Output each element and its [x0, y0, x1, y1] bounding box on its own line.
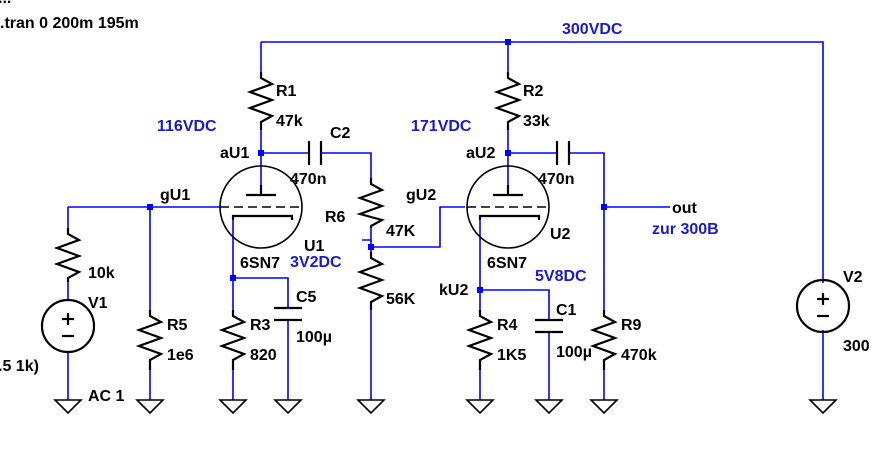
simulation-directive[interactable]: .tran 0 200m 195m [0, 15, 139, 32]
c3-to-r9-wire[interactable] [569, 152, 605, 310]
r6-wiper-wire[interactable] [362, 228, 372, 241]
ground-symbols [53, 399, 838, 415]
r1-name: R1 [276, 83, 297, 100]
r6-name: R6 [325, 209, 346, 226]
c5-name: C5 [296, 289, 317, 306]
r4-value: 1K5 [497, 347, 526, 364]
stage1-cathode-voltage-label: 3V2DC [290, 254, 342, 271]
triode-u1[interactable] [219, 165, 303, 249]
header-title-fragment: ... [0, 0, 11, 7]
r9-name: R9 [621, 317, 642, 334]
capacitors [274, 141, 571, 334]
junction-dot [601, 204, 607, 210]
cathode-electrode [478, 214, 541, 220]
r2-name: R2 [523, 83, 544, 100]
c2-capacitor-symbol[interactable] [307, 141, 323, 165]
c1-capacitor-symbol[interactable] [535, 318, 563, 334]
junction-dot [505, 39, 511, 45]
junction-dot [477, 287, 483, 293]
c5-capacitor-symbol[interactable] [274, 306, 302, 322]
r4-resistor-symbol[interactable] [465, 310, 495, 370]
r3-resistor-symbol[interactable] [218, 310, 248, 370]
ground-icon [273, 399, 303, 415]
text-labels: ... .tran 0 200m 195m 300VDC 116VDC 171V… [0, 0, 870, 405]
anode1-node-label[interactable]: aU1 [220, 145, 249, 162]
ground-icon [589, 399, 619, 415]
c3-capacitor-symbol[interactable] [555, 141, 571, 165]
cathode-electrode [231, 214, 294, 220]
v1-params-fragment: .5 1k) [0, 358, 39, 375]
junction-dot [147, 204, 153, 210]
r9-value: 470k [621, 347, 657, 364]
v1-value: AC 1 [88, 388, 125, 405]
u1-name: U1 [304, 238, 325, 255]
r2-value: 33k [523, 113, 550, 130]
ground-icon [356, 399, 386, 415]
u2-name: U2 [550, 226, 571, 243]
ground-icon [218, 399, 248, 415]
v1-name: V1 [88, 295, 108, 312]
voltage-source-v2[interactable] [795, 278, 851, 334]
junction-dot [368, 244, 374, 250]
wiper-to-grid2-wire[interactable] [371, 206, 465, 248]
r5-name: R5 [167, 317, 188, 334]
resistors [53, 72, 619, 370]
cathode1-to-c5-wire[interactable] [233, 277, 289, 308]
r4-name: R4 [497, 317, 518, 334]
c2-value: 470n [290, 171, 326, 188]
r6-value: 47K [386, 223, 416, 240]
ground-icon [534, 399, 564, 415]
junction-dot [505, 150, 511, 156]
c1-name: C1 [556, 302, 577, 319]
c2-name: C2 [330, 125, 351, 142]
anode2-node-label[interactable]: aU2 [466, 145, 495, 162]
r-56k-value: 56K [386, 291, 416, 308]
r-56k-resistor-symbol[interactable] [356, 252, 386, 310]
stage2-cathode-voltage-label: 5V8DC [535, 268, 587, 285]
grid2-node-label[interactable]: gU2 [406, 187, 436, 204]
r3-name: R3 [250, 317, 271, 334]
triode-u2[interactable] [466, 165, 550, 249]
junction-dot [230, 275, 236, 281]
cathode2-node-label[interactable]: kU2 [439, 282, 468, 299]
r6-resistor-symbol[interactable] [356, 178, 386, 228]
c1-value: 100µ [556, 344, 592, 361]
r1-resistor-symbol[interactable] [246, 72, 276, 130]
supply-rail-wire[interactable] [261, 41, 824, 283]
r9-resistor-symbol[interactable] [589, 310, 619, 370]
r1-value: 47k [276, 113, 303, 130]
output-note-label: zur 300B [652, 221, 719, 238]
r-10k-resistor-symbol[interactable] [53, 228, 83, 282]
wires [67, 41, 824, 400]
c2-to-r6-wire[interactable] [321, 152, 372, 178]
r5-value: 1e6 [167, 347, 194, 364]
ground-icon [53, 399, 83, 415]
cathode2-to-c1-wire[interactable] [480, 289, 550, 320]
ground-icon [808, 399, 838, 415]
r-10k-value: 10k [88, 265, 115, 282]
voltage-source-v1[interactable] [40, 298, 96, 354]
r5-resistor-symbol[interactable] [135, 310, 165, 370]
ground-icon [135, 399, 165, 415]
c5-value: 100µ [296, 329, 332, 346]
c3-value: 470n [538, 171, 574, 188]
stage2-plate-voltage-label: 171VDC [411, 118, 472, 135]
u2-model: 6SN7 [487, 255, 527, 272]
supply-voltage-label: 300VDC [562, 21, 623, 38]
ground-icon [465, 399, 495, 415]
junction-dots [147, 39, 607, 293]
r2-resistor-symbol[interactable] [493, 72, 523, 130]
output-net-label[interactable]: out [672, 200, 698, 217]
v2-value: 300 [843, 338, 870, 355]
u1-model: 6SN7 [240, 255, 280, 272]
stage1-plate-voltage-label: 116VDC [157, 118, 217, 135]
junction-dot [258, 150, 264, 156]
r3-value: 820 [250, 347, 277, 364]
v2-name: V2 [843, 269, 863, 286]
grid1-node-label[interactable]: gU1 [160, 187, 190, 204]
